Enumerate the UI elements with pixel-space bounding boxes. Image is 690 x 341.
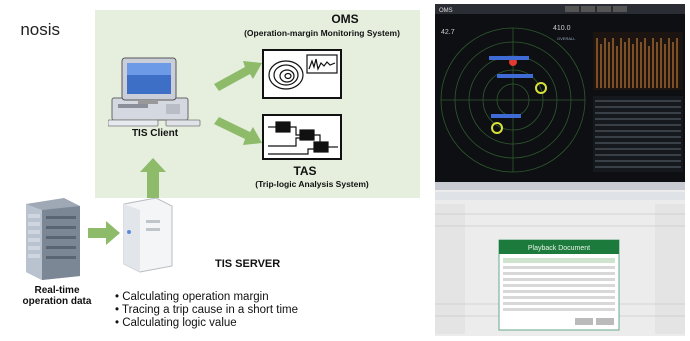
tis-server-tower-icon	[123, 197, 173, 273]
realtime-line2: operation data	[22, 296, 92, 307]
tis-server-bullets: Calculating operation margin Tracing a t…	[115, 291, 375, 330]
app-top-label: OMS	[439, 8, 453, 14]
tas-icon	[262, 114, 342, 160]
dialog-title: Playback Document	[528, 245, 590, 252]
tis-client-label: TIS Client	[131, 128, 179, 139]
realtime-data-label: Real-time operation data	[12, 285, 102, 307]
arrow-data-to-server	[88, 221, 120, 245]
arrow-to-tas	[214, 117, 262, 145]
bullet-item: Tracing a trip cause in a short time	[115, 304, 375, 317]
tis-client-computer-icon	[108, 57, 201, 127]
oms-title: OMS	[331, 12, 359, 26]
cropped-heading: nosis	[20, 20, 60, 39]
bullet-item: Calculating logic value	[115, 317, 375, 330]
tis-server-title: TIS SERVER	[215, 258, 281, 270]
oms-icon	[262, 49, 342, 99]
value-readout-1: 42.7	[441, 29, 455, 36]
overall-label: OVERALL	[557, 36, 576, 41]
oms-subtitle: (Operation-margin Monitoring System)	[244, 28, 400, 38]
realtime-line1: Real-time	[34, 285, 80, 296]
value-readout-2: 410.0	[553, 25, 571, 32]
tas-title: TAS	[293, 164, 317, 178]
polar-plot	[440, 27, 586, 173]
tas-subtitle: (Trip-logic Analysis System)	[255, 179, 369, 189]
yellow-ring-marker	[535, 82, 547, 94]
bullet-item: Calculating operation margin	[115, 291, 375, 304]
yellow-ring-marker-2	[491, 122, 503, 134]
app-screenshot: OMS 42.7 410.0 OVERALL	[435, 4, 685, 336]
waveform-chart	[596, 38, 678, 88]
arrow-to-oms	[214, 61, 262, 91]
realtime-data-server-icon	[26, 198, 80, 280]
arrow-up-to-client	[140, 158, 166, 198]
